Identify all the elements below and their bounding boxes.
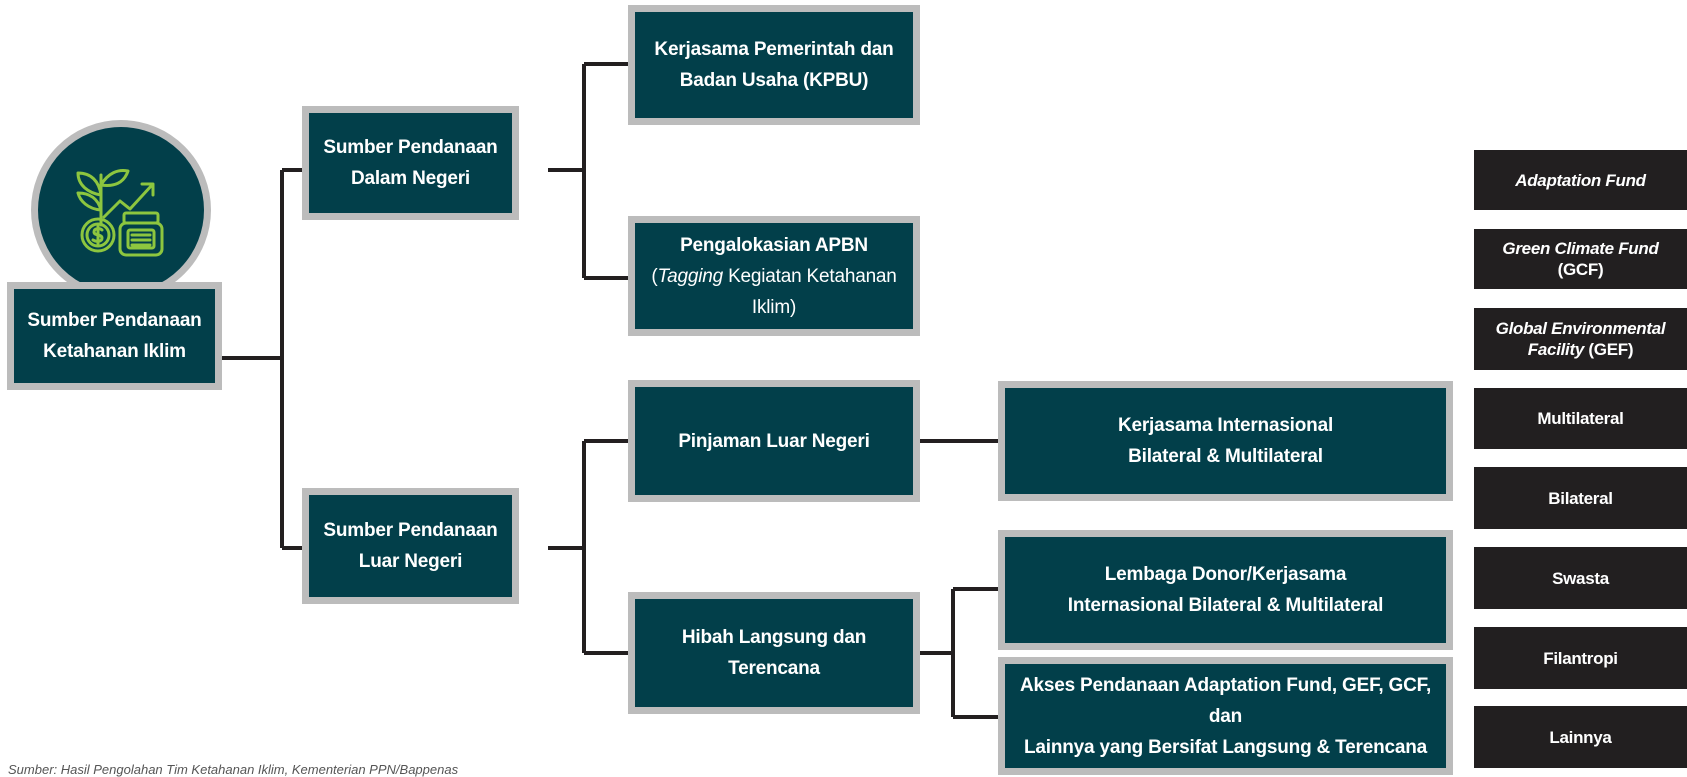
donor-line2: Internasional Bilateral & Multilateral <box>1067 595 1384 616</box>
foreign-line2: Luar Negeri <box>358 551 463 572</box>
plant-growth-money-jar-icon <box>76 169 164 257</box>
intl-coop-box: Kerjasama Internasional Bilateral & Mult… <box>998 381 1453 501</box>
domestic-line1: Sumber Pendanaan <box>323 137 498 158</box>
root-line2: Ketahanan Iklim <box>43 341 186 362</box>
gef-line1: Global Environmental <box>1495 319 1666 338</box>
apbn-line2-italic: Tagging <box>657 265 723 287</box>
lainnya-label: Lainnya <box>1549 727 1612 747</box>
connector-root <box>222 168 328 550</box>
apbn-box: Pengalokasian APBN (Tagging Kegiatan Ket… <box>628 216 920 336</box>
loan-line1: Pinjaman Luar Negeri <box>678 430 870 452</box>
adaptation-fund-label: Adaptation Fund <box>1515 170 1646 190</box>
root-icon-circle <box>31 120 211 300</box>
source-swasta: Swasta <box>1474 547 1687 609</box>
swasta-label: Swasta <box>1552 568 1609 588</box>
loan-box: Pinjaman Luar Negeri <box>628 380 920 502</box>
source-lainnya: Lainnya <box>1474 706 1687 768</box>
access-box: Akses Pendanaan Adaptation Fund, GEF, GC… <box>998 657 1453 775</box>
foreign-line1: Sumber Pendanaan <box>323 520 498 541</box>
domestic-line2: Dalam Negeri <box>350 168 471 189</box>
apbn-line2: (Tagging Kegiatan Ketahanan Iklim) <box>635 261 913 323</box>
gcf-italic: Green Climate Fund <box>1502 239 1659 258</box>
source-adaptation-fund: Adaptation Fund <box>1474 150 1687 210</box>
apbn-line1: Pengalokasian APBN <box>680 234 868 256</box>
apbn-line2-post: Kegiatan Ketahanan Iklim) <box>722 265 897 318</box>
gcf-suffix: (GCF) <box>1557 260 1604 279</box>
donor-box: Lembaga Donor/Kerjasama Internasional Bi… <box>998 530 1453 650</box>
root-funding-box: Sumber Pendanaan Ketahanan Iklim <box>7 282 222 390</box>
access-line2: Lainnya yang Bersifat Langsung & Terenca… <box>1023 736 1427 758</box>
filantropi-label: Filantropi <box>1543 648 1618 668</box>
foreign-funding-box: Sumber Pendanaan Luar Negeri <box>302 488 519 604</box>
source-gef: Global Environmental Facility (GEF) <box>1474 308 1687 370</box>
grant-box: Hibah Langsung dan Terencana <box>628 592 920 714</box>
apbn-line2-pre: ( <box>651 265 658 287</box>
multilateral-label: Multilateral <box>1537 409 1624 428</box>
source-bilateral: Bilateral <box>1474 467 1687 529</box>
connector-foreign <box>548 439 628 655</box>
connector-domestic <box>548 62 628 280</box>
intl-coop-line2: Bilateral & Multilateral <box>1128 446 1323 467</box>
kpbu-box: Kerjasama Pemerintah dan Badan Usaha (KP… <box>628 5 920 125</box>
gef-line2-suffix: (GEF) <box>1583 340 1634 359</box>
source-multilateral: Multilateral <box>1474 388 1687 449</box>
kpbu-line2: Badan Usaha (KPBU) <box>679 70 869 91</box>
source-gcf: Green Climate Fund (GCF) <box>1474 229 1687 289</box>
gef-line2-italic: Facility <box>1527 340 1584 359</box>
root-line1: Sumber Pendanaan <box>27 310 202 331</box>
donor-line1: Lembaga Donor/Kerjasama <box>1104 564 1347 585</box>
grant-line2: Terencana <box>728 658 820 679</box>
source-footnote: Sumber: Hasil Pengolahan Tim Ketahanan I… <box>8 762 459 777</box>
gef-line2: Facility (GEF) <box>1527 339 1634 360</box>
kpbu-line1: Kerjasama Pemerintah dan <box>654 39 894 60</box>
grant-line1: Hibah Langsung dan <box>681 627 867 648</box>
source-filantropi: Filantropi <box>1474 627 1687 689</box>
connector-grant <box>920 587 998 719</box>
bilateral-label: Bilateral <box>1548 488 1613 508</box>
access-line1: Akses Pendanaan Adaptation Fund, GEF, GC… <box>1019 674 1432 727</box>
gcf-label: Green Climate Fund (GCF) <box>1480 238 1681 280</box>
intl-coop-line1: Kerjasama Internasional <box>1117 415 1334 436</box>
domestic-funding-box: Sumber Pendanaan Dalam Negeri <box>302 106 519 220</box>
